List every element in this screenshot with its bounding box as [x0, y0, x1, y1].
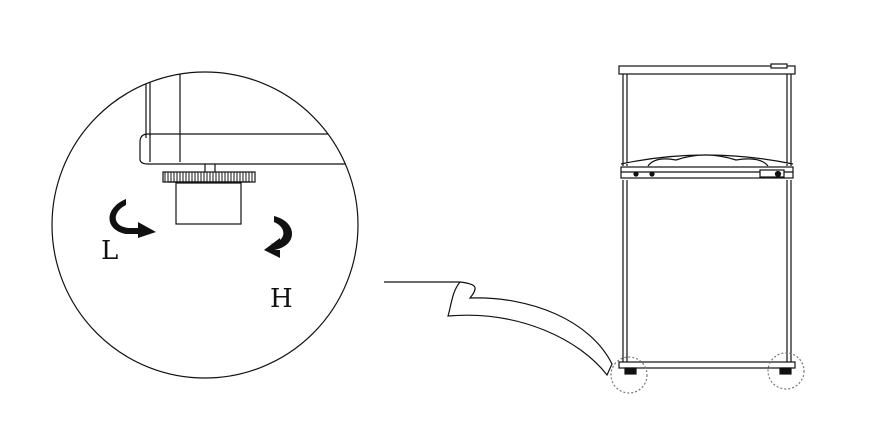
magnified-detail-view — [51, 71, 359, 379]
higher-label: H — [270, 284, 293, 314]
counterclockwise-arrow-icon — [264, 216, 292, 258]
callout-arrow-icon — [384, 281, 613, 377]
top-panel — [618, 63, 796, 75]
cabinet-sides — [622, 74, 792, 362]
magnifier-circle — [51, 71, 359, 379]
right-foot-highlight — [767, 352, 805, 390]
feet — [624, 367, 792, 375]
bottom-panel — [618, 361, 796, 369]
cabinet-bottom-edge — [139, 133, 358, 165]
door-handle — [620, 154, 794, 179]
left-foot-highlight — [610, 356, 648, 394]
leveling-foot — [175, 182, 242, 225]
clockwise-arrow-icon — [109, 199, 156, 238]
threaded-stem — [204, 164, 216, 172]
knurled-adjusting-nut — [162, 171, 256, 183]
refrigerator-front-view — [610, 63, 805, 394]
lower-label: L — [101, 236, 119, 266]
